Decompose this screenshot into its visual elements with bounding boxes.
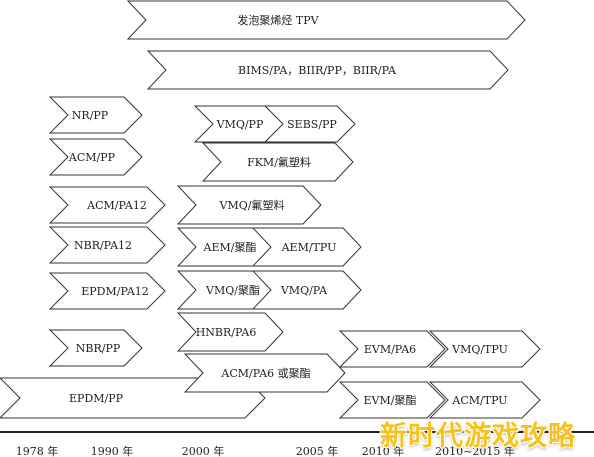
arrow-fkm-fluoroplastic: FKM/氟塑料 [201,142,354,182]
arrow-shape-aem-tpu [251,227,362,267]
arrow-nr-pp: NR/PP [48,96,143,134]
timeline-label: 2000 年 [182,444,225,457]
arrow-shape-nbr-pa12 [48,226,166,264]
arrow-label-acm-pp: ACM/PP [68,151,116,164]
arrow-evm-polyester: EVM/聚酯 [338,381,446,419]
arrow-shape-acm-pa12 [48,186,166,224]
arrow-shape-acm-pp [48,138,143,176]
timeline-labels: 1978 年 1990 年 2000 年 2005 年 2010 年 2010~2015 … [16,444,515,457]
arrow-nbr-pa12: NBR/PA12 [48,226,166,264]
arrow-shape-nr-pp [48,96,143,134]
arrow-label-tpv: 发泡聚烯烃 TPV [237,13,319,27]
arrow-label-evm-polyester: EVM/聚酯 [364,394,417,407]
arrow-vmq-pa: VMQ/PA [251,270,362,310]
arrow-label-vmq-pp: VMQ/PP [216,118,264,131]
arrow-epdm-pa12: EPDM/PA12 [48,272,166,310]
arrow-shape-epdm-pa12 [48,272,166,310]
arrow-shape-vmq-fluoroplastic [176,185,322,225]
arrow-label-evm-pa6: EVM/PA6 [364,343,416,356]
arrow-nbr-pp: NBR/PP [48,329,143,367]
arrow-acm-pa6-polyester: ACM/PA6 或聚酯 [183,353,346,393]
arrow-label-acm-pa6-polyester: ACM/PA6 或聚酯 [220,367,310,380]
timeline-label: 2010~2015 年 [435,444,515,457]
arrow-shape-sebs-pp [263,105,356,143]
arrow-label-aem-tpu: AEM/TPU [281,241,337,254]
arrow-label-nbr-pp: NBR/PP [76,342,121,355]
arrow-label-vmq-fluoroplastic: VMQ/氟塑料 [219,198,285,212]
watermark: 新时代游戏攻略 [380,421,576,452]
arrow-label-sebs-pp: SEBS/PP [287,118,337,131]
arrow-acm-pa12: ACM/PA12 [48,186,166,224]
timeline-label: 1990 年 [91,444,134,457]
arrows-layer: 发泡聚烯烃 TPV BIMS/PA，BIIR/PP，BIIR/PA NR/PP ACM… [0,0,541,419]
arrow-shape-vmq-pa [251,270,362,310]
arrow-label-epdm-pp: EPDM/PP [69,392,124,405]
arrow-sebs-pp: SEBS/PP [263,105,356,143]
arrow-label-vmq-pa: VMQ/PA [280,284,328,297]
arrow-bims: BIMS/PA，BIIR/PP，BIIR/PA [146,50,509,90]
arrow-shape-vmq-tpu [428,330,541,368]
arrow-label-nbr-pa12: NBR/PA12 [74,239,132,252]
timeline-label: 1978 年 [16,444,59,457]
arrow-label-hnbr-pa6: HNBR/PA6 [196,326,257,339]
arrow-shape-evm-polyester [338,381,446,419]
arrow-shape-evm-pa6 [338,330,446,368]
arrow-aem-tpu: AEM/TPU [251,227,362,267]
arrow-label-vmq-polyester: VMQ/聚酯 [205,284,260,297]
arrow-label-fkm-fluoroplastic: FKM/氟塑料 [247,155,311,169]
arrow-vmq-pp: VMQ/PP [193,105,286,143]
arrow-acm-tpu: ACM/TPU [428,381,541,419]
arrow-label-nr-pp: NR/PP [72,109,109,122]
arrow-tpv: 发泡聚烯烃 TPV [126,0,526,40]
arrow-vmq-tpu: VMQ/TPU [428,330,541,368]
arrow-shape-acm-tpu [428,381,541,419]
timeline-label: 2010 年 [362,444,405,457]
arrow-shape-hnbr-pa6 [176,312,284,352]
arrow-label-bims: BIMS/PA，BIIR/PP，BIIR/PA [238,64,397,77]
arrow-shape-nbr-pp [48,329,143,367]
arrow-label-vmq-tpu: VMQ/TPU [451,343,508,356]
arrow-label-acm-pa12: ACM/PA12 [86,199,147,212]
timeline-label: 2005 年 [296,444,339,457]
arrow-acm-pp: ACM/PP [48,138,143,176]
arrow-label-aem-polyester: AEM/聚酯 [203,241,257,254]
arrow-label-acm-tpu: ACM/TPU [451,394,507,407]
arrow-evm-pa6: EVM/PA6 [338,330,446,368]
arrow-shape-acm-pa6-polyester [183,353,346,393]
arrow-vmq-fluoroplastic: VMQ/氟塑料 [176,185,322,225]
arrow-shape-fkm-fluoroplastic [201,142,354,182]
arrow-shape-bims [146,50,509,90]
arrow-hnbr-pa6: HNBR/PA6 [176,312,284,352]
arrow-label-epdm-pa12: EPDM/PA12 [81,285,149,298]
arrow-shape-tpv [126,0,526,40]
